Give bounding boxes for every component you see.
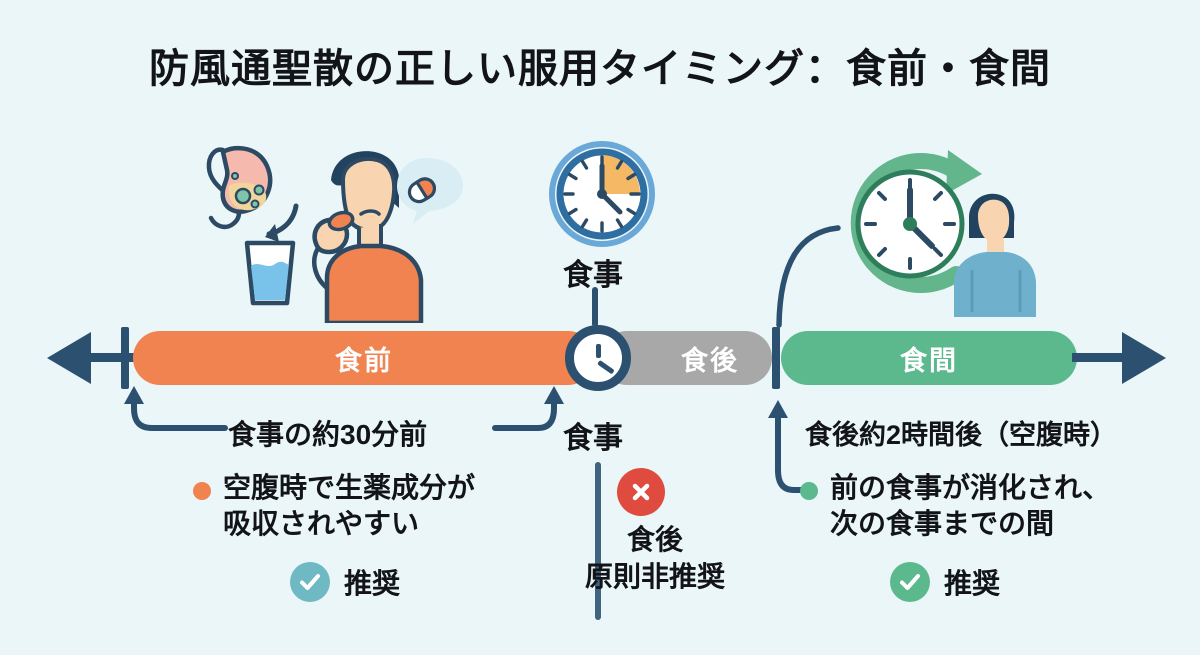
stomach-icon — [206, 145, 273, 230]
water-glass-icon — [244, 240, 296, 306]
clock-with-person-illustration — [830, 142, 1040, 317]
status-badge-before-meal: 推奨 — [290, 562, 400, 602]
bullet-between-meals: 前の食事が消化され、 次の食事までの間 — [800, 470, 1180, 543]
bullet-dot-icon — [193, 482, 211, 500]
circular-arrow-clock-icon — [850, 150, 982, 293]
axis-mid-tick — [772, 327, 780, 389]
caption-between-meals: 食後約2時間後（空腹時） — [805, 420, 1118, 450]
clock-hour-hand — [596, 344, 601, 358]
person-icon — [954, 193, 1036, 317]
connector-between-bottom-arrow — [768, 400, 813, 493]
page-title: 防風通聖散の正しい服用タイミング：食前・食間 — [149, 47, 1051, 91]
timeline-segment-after-meal-label: 食後 — [681, 345, 739, 376]
caption-before-meal: 食事の約30分前 — [228, 419, 428, 450]
status-badge-between-meals-label: 推奨 — [944, 568, 1001, 599]
timeline-segment-between-meals[interactable]: 食間 — [781, 331, 1077, 385]
check-circle-icon — [290, 562, 330, 602]
wall-clock-illustration — [548, 140, 656, 248]
meal-label-stem — [595, 462, 601, 620]
connector-before-left-arrow — [124, 386, 228, 431]
connector-between-top-curve — [776, 225, 841, 328]
person-taking-medicine-illustration — [175, 138, 475, 326]
timeline-segment-before-meal[interactable]: 食前 — [133, 331, 595, 385]
meal-label-bottom: 食事 — [563, 422, 623, 455]
bullet-before-meal-text: 空腹時で生薬成分が 吸収されやすい — [223, 472, 476, 540]
x-circle-icon — [617, 468, 665, 516]
down-arrow-icon — [265, 203, 299, 242]
clock-marker-stem — [592, 287, 598, 327]
bullet-between-meals-text: 前の食事が消化され、 次の食事までの間 — [830, 472, 1111, 540]
meal-label-top: 食事 — [563, 259, 623, 292]
clock-icon — [565, 325, 631, 391]
connector-before-right-arrow — [492, 386, 564, 431]
arrow-right-icon — [1122, 332, 1166, 384]
bullet-dot-icon — [800, 482, 818, 500]
capsule-speech-bubble-icon — [397, 158, 463, 224]
clock-minute-hand — [597, 359, 615, 375]
status-badge-between-meals: 推奨 — [890, 562, 1000, 602]
status-badge-after-meal — [617, 468, 665, 516]
axis-left-shaft — [72, 353, 138, 362]
status-after-meal-text: 食後 原則非推奨 — [584, 524, 725, 592]
status-badge-before-meal-label: 推奨 — [344, 568, 401, 599]
axis-right-shaft — [1072, 353, 1128, 362]
person-taking-pill-icon — [312, 151, 424, 326]
timeline-segment-before-meal-label: 食前 — [335, 345, 393, 376]
check-circle-icon — [890, 562, 930, 602]
timeline-segment-between-meals-label: 食間 — [900, 345, 958, 376]
arrow-left-icon — [47, 332, 91, 384]
bullet-before-meal: 空腹時で生薬成分が 吸収されやすい — [193, 470, 553, 543]
axis-left-tick — [121, 327, 129, 389]
